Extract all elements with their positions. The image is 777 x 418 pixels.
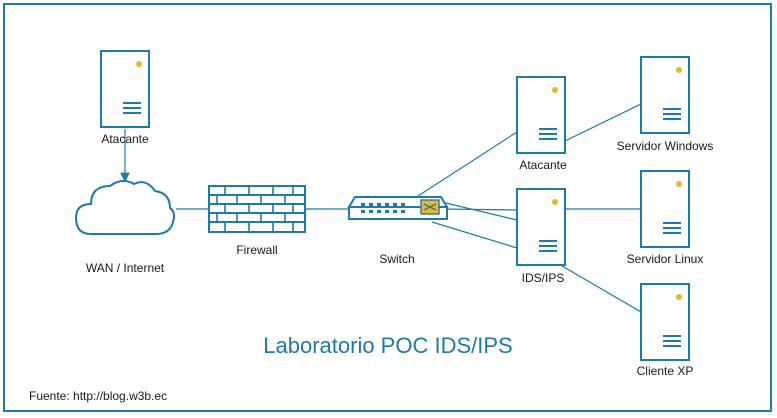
link-ids-clientexp: [556, 262, 642, 313]
server-icon-cliente-xp: [640, 283, 690, 361]
firewall-icon: [208, 185, 306, 233]
label-switch: Switch: [379, 252, 414, 266]
server-icon-atacante-wan: [100, 50, 150, 128]
link-atacante-windows: [564, 103, 642, 142]
server-icon-linux: [640, 170, 690, 248]
link-switch-ids-bottom: [431, 221, 518, 249]
server-icon-atacante-lan: [516, 76, 566, 154]
link-switch-ids: [444, 208, 518, 211]
label-atacante-lan: Atacante: [519, 158, 567, 172]
switch-icon: [347, 196, 449, 220]
label-atacante-wan: Atacante: [101, 132, 149, 146]
label-firewall: Firewall: [236, 243, 277, 257]
diagram-title: Laboratorio POC IDS/IPS: [263, 333, 512, 358]
server-icon-windows: [640, 56, 690, 134]
label-wan: WAN / Internet: [86, 261, 165, 275]
label-srv-linux: Servidor Linux: [627, 252, 704, 266]
cloud-icon: [74, 180, 175, 235]
source-credit: Fuente: http://blog.w3b.ec: [29, 389, 167, 403]
link-switch-atacante: [417, 131, 518, 197]
server-icon-ids: [516, 188, 566, 266]
label-ids: IDS/IPS: [522, 271, 565, 285]
label-srv-windows: Servidor Windows: [617, 139, 714, 153]
diagram-frame: [3, 3, 772, 412]
label-cliente-xp: Cliente XP: [637, 364, 694, 378]
